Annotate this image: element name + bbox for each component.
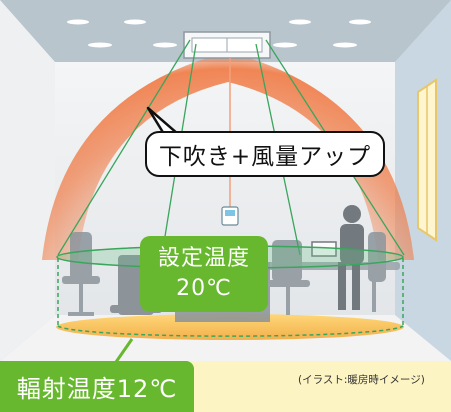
setpoint-label: 設定温度 [157, 246, 250, 271]
illustration-note: (イラスト:暖房時イメージ) [298, 374, 425, 386]
setpoint-temperature-badge: 設定温度 20℃ [140, 236, 268, 312]
warm-airflow [42, 52, 414, 260]
window [417, 78, 437, 242]
setpoint-value: 20℃ [176, 276, 232, 301]
callout-text: 下吹き+風量アップ [158, 144, 372, 170]
radiant-floor-area [56, 314, 404, 340]
ceiling-ac-unit [183, 31, 271, 59]
radiant-pointer [114, 338, 134, 363]
callout-airflow-label: 下吹き+風量アップ [145, 131, 385, 177]
wall-thermostat [221, 206, 239, 226]
radiant-temperature-badge: 輻射温度12℃ [0, 361, 194, 412]
radiant-temperature-label: 輻射温度12℃ [16, 375, 178, 403]
ceiling-lights [67, 19, 371, 48]
left-wall [0, 0, 55, 361]
